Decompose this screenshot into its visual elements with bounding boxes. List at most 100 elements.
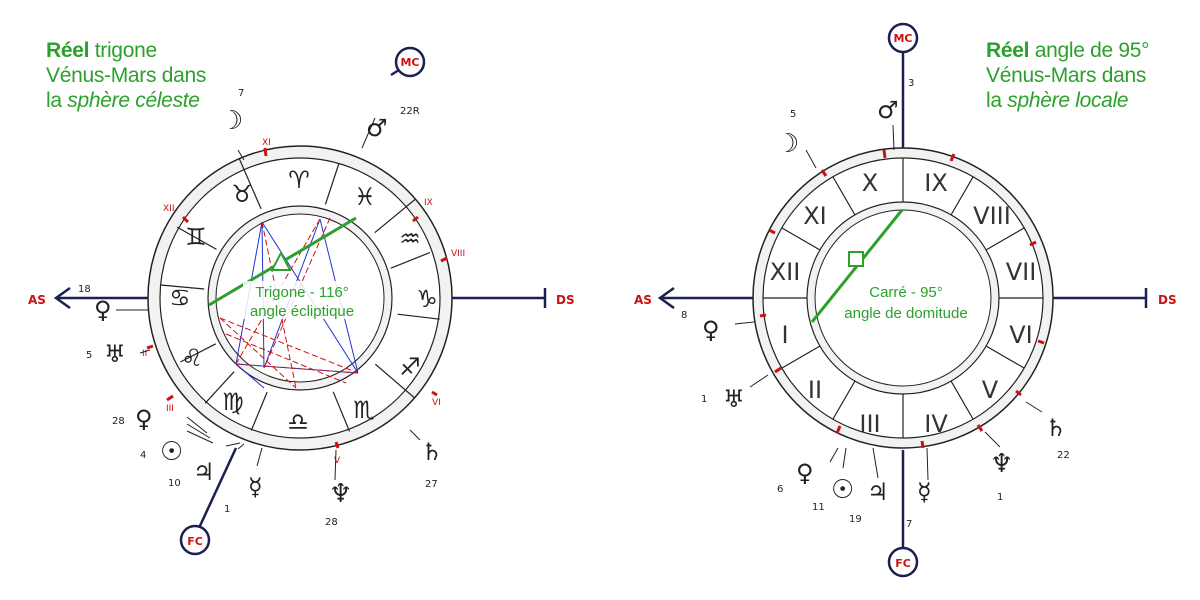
right-house-8: VIII xyxy=(973,202,1011,230)
right-title: Réel angle de 95° Vénus-Mars dans la sph… xyxy=(986,38,1150,113)
right-venus-degree: 8 xyxy=(681,310,687,321)
left-house-label-5: V xyxy=(334,456,341,466)
right-mc-label: MC xyxy=(893,32,912,45)
right-house-2: II xyxy=(808,376,822,404)
right-house-11: XI xyxy=(803,202,827,230)
right-title-line1: angle de 95° xyxy=(1034,39,1150,62)
left-center-line2: angle écliptique xyxy=(250,303,354,320)
right-jupiter-degree: 19 xyxy=(849,514,862,525)
left-house-label-9: IX xyxy=(424,198,433,208)
left-ds-label: DS xyxy=(556,293,575,307)
left-sign-leo: ♌ xyxy=(181,344,203,372)
right-title-line3-prefix: la xyxy=(986,89,1002,112)
right-moon-icon: ☽ xyxy=(776,129,799,159)
left-title-bold: Réel xyxy=(46,39,90,62)
left-mercury-degree: 1 xyxy=(224,504,230,515)
right-mercury-icon: ☿ xyxy=(917,478,932,506)
left-mars-degree: 22R xyxy=(400,106,420,117)
left-sign-scorpio: ♏ xyxy=(353,396,375,424)
left-house-label-11: XI xyxy=(262,138,271,148)
right-uranus-icon: ♅ xyxy=(723,385,745,413)
left-sign-capricorn: ♑ xyxy=(416,285,438,313)
left-uranus-degree: 5 xyxy=(86,350,92,361)
left-mars-icon: ♂ xyxy=(366,114,388,142)
right-mars-icon: ♂ xyxy=(877,96,899,124)
left-mc-label: MC xyxy=(400,56,419,69)
left-sign-cancer: ♋ xyxy=(169,284,191,312)
right-mc-circle xyxy=(887,22,919,54)
right-axes xyxy=(657,52,1148,548)
left-title: Réel trigone Vénus-Mars dans la sphère c… xyxy=(46,38,206,113)
right-title-line2: Vénus-Mars dans xyxy=(986,64,1147,87)
left-jupiter-icon: ♃ xyxy=(193,458,215,486)
left-uranus-icon: ♅ xyxy=(104,340,126,368)
left-as-label: AS xyxy=(28,293,46,307)
right-pluto-icon: ♀ xyxy=(796,459,814,487)
left-mc-circle xyxy=(394,46,426,78)
left-house-label-6: VI xyxy=(432,398,441,408)
left-sign-dividers xyxy=(160,158,440,432)
right-house-4: IV xyxy=(924,410,948,438)
right-center-line2: angle de domitude xyxy=(844,305,967,322)
right-sun-icon: ☉ xyxy=(831,475,854,505)
right-fc-circle xyxy=(887,546,919,578)
left-venus-degree: 18 xyxy=(78,284,91,295)
left-house-cusps xyxy=(146,147,448,449)
right-saturn-degree: 22 xyxy=(1057,450,1070,461)
left-neptune-degree: 28 xyxy=(325,517,338,528)
left-pluto-degree: 28 xyxy=(112,416,125,427)
right-house-1: I xyxy=(781,321,788,349)
right-mars-degree: 3 xyxy=(908,78,914,89)
right-center-line1: Carré - 95° xyxy=(869,284,943,301)
right-pluto-degree: 6 xyxy=(777,484,783,495)
right-house-5: V xyxy=(982,376,999,404)
left-sun-icon: ☉ xyxy=(160,437,183,467)
left-sign-libra: ♎ xyxy=(287,408,309,436)
left-house-label-2: II xyxy=(142,349,147,359)
left-saturn-degree: 27 xyxy=(425,479,438,490)
right-sun-degree: 11 xyxy=(812,502,825,513)
right-house-10: X xyxy=(862,169,878,197)
right-neptune-degree: 1 xyxy=(997,492,1003,503)
left-house-label-8: VIII xyxy=(451,249,465,259)
left-sign-pisces: ♓ xyxy=(354,183,376,211)
right-house-dividers xyxy=(763,158,1043,438)
right-house-7: VII xyxy=(1006,258,1037,286)
right-title-line3-italic: sphère locale xyxy=(1007,89,1129,112)
left-moon-degree: 7 xyxy=(238,88,244,99)
right-sign-cusps xyxy=(759,149,1045,449)
left-sign-gemini: ♊ xyxy=(185,223,207,251)
left-chart: AS DS MC FC xyxy=(28,46,575,556)
right-jupiter-icon: ♃ xyxy=(867,478,889,506)
right-moon-degree: 5 xyxy=(790,109,796,120)
left-sign-aquarius: ♒ xyxy=(399,225,421,253)
left-saturn-icon: ♄ xyxy=(421,438,443,466)
right-as-label: AS xyxy=(634,293,652,307)
left-axes xyxy=(53,286,547,529)
right-title-bold: Réel xyxy=(986,39,1030,62)
left-jupiter-degree: 10 xyxy=(168,478,181,489)
left-center-line1: Trigone - 116° xyxy=(255,284,349,301)
left-title-line2: Vénus-Mars dans xyxy=(46,64,207,87)
right-venus-icon: ♀ xyxy=(702,316,720,344)
right-uranus-degree: 1 xyxy=(701,394,707,405)
right-mercury-degree: 7 xyxy=(906,519,912,530)
left-fc-circle xyxy=(179,524,211,556)
right-house-3: III xyxy=(859,410,880,438)
right-house-6: VI xyxy=(1009,321,1033,349)
right-house-9: IX xyxy=(924,169,948,197)
left-pluto-icon: ♀ xyxy=(135,405,153,433)
right-neptune-icon: ♆ xyxy=(990,449,1013,479)
left-title-line1: trigone xyxy=(94,39,157,62)
right-fc-label: FC xyxy=(895,557,911,570)
left-neptune-icon: ♆ xyxy=(329,479,352,509)
left-mercury-icon: ☿ xyxy=(248,473,263,501)
right-house-12: XII xyxy=(770,258,801,286)
left-trine-triangle-icon xyxy=(270,250,292,271)
left-fc-label: FC xyxy=(187,535,203,548)
left-venus-icon: ♀ xyxy=(94,296,112,324)
left-sign-virgo: ♍ xyxy=(222,388,244,416)
left-sign-aries: ♈ xyxy=(288,166,310,194)
